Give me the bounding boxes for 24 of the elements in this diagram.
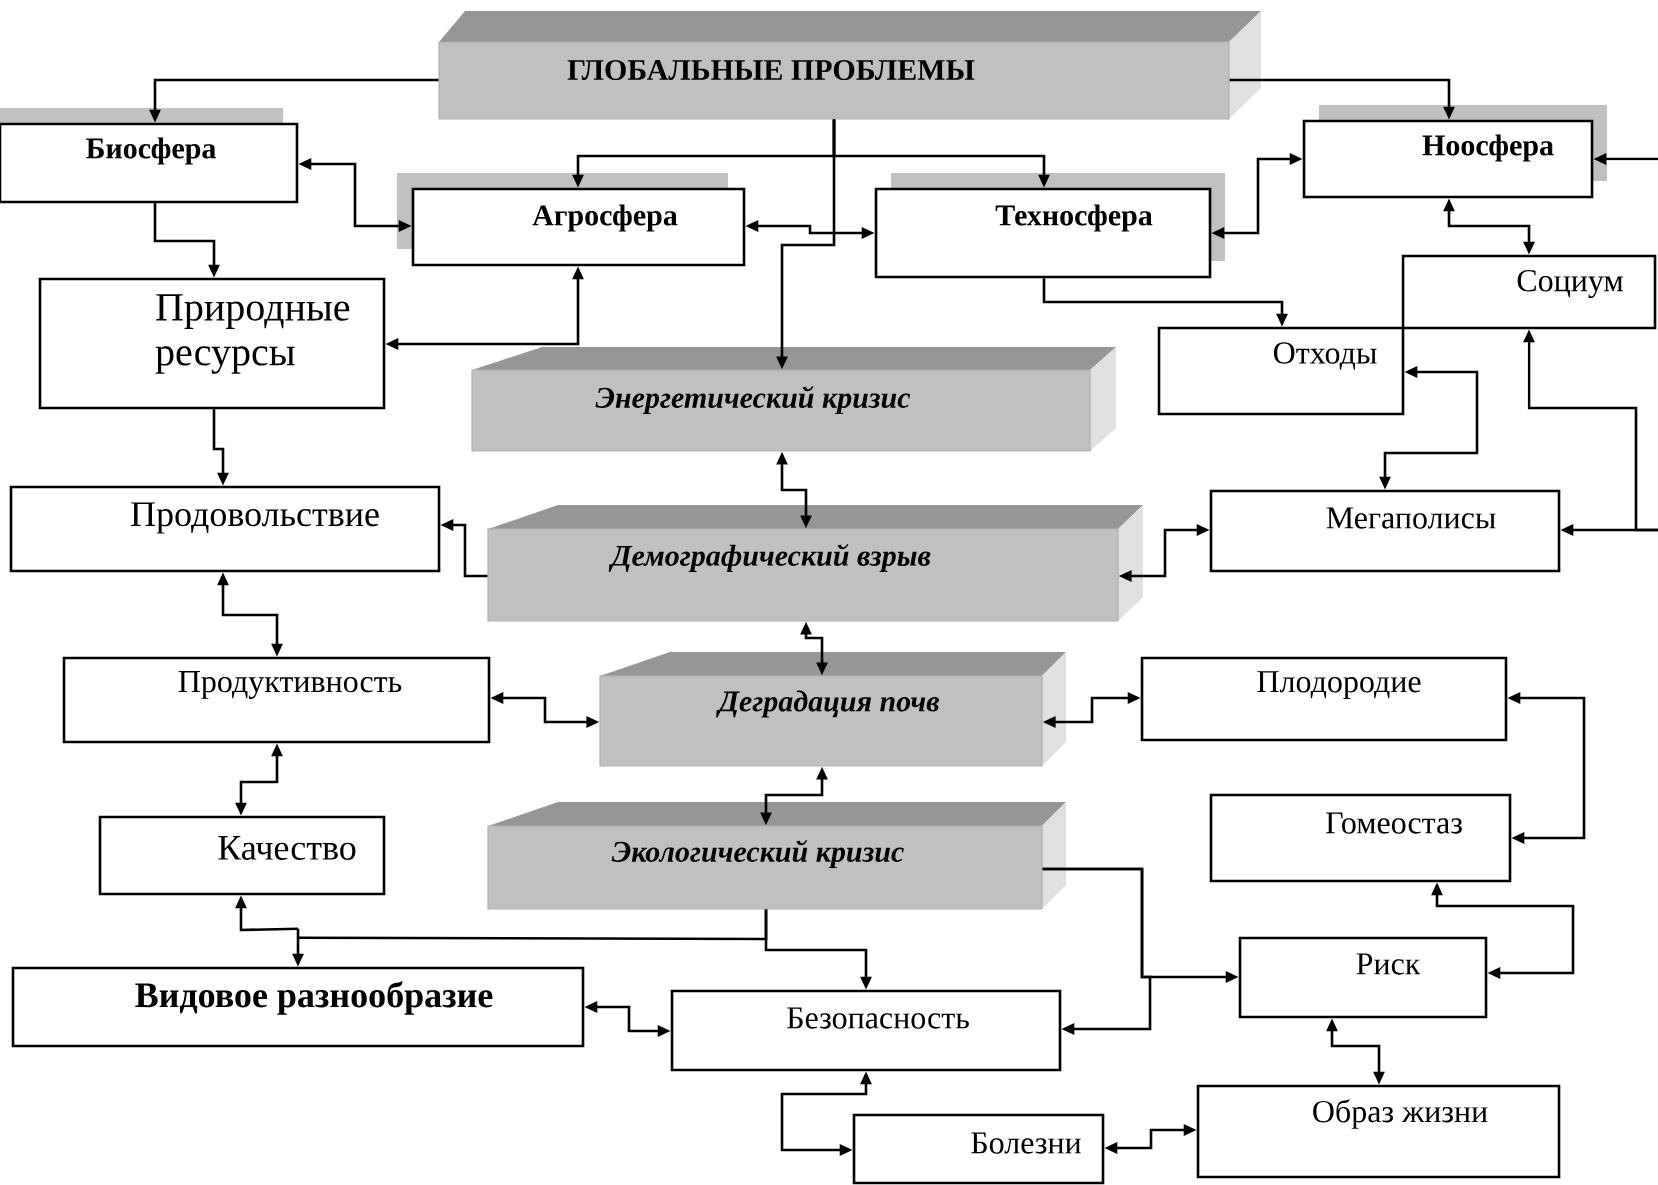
- sphere-box: Техносфера: [874, 173, 1225, 279]
- arrow: [1042, 867, 1152, 1035]
- concept-box: Безопасность: [670, 989, 1062, 1072]
- sphere-box: Агросфера: [397, 173, 746, 267]
- concept-box: Образ жизни: [1196, 1084, 1561, 1179]
- concept-box: Плодородие: [1140, 656, 1508, 742]
- concept-box: Риск: [1238, 936, 1488, 1019]
- concept-box: Продуктивность: [62, 656, 491, 744]
- concept-box: Видовое разнообразие: [11, 966, 585, 1048]
- concept-box: Продовольствие: [9, 485, 441, 573]
- concept-box: Природные ресурсы: [38, 277, 386, 410]
- problem-block: Деградация почв: [599, 652, 1066, 767]
- concept-box: Социум: [1401, 254, 1657, 330]
- problem-block: ГЛОБАЛЬНЫЕ ПРОБЛЕМЫ: [438, 11, 1261, 120]
- problem-block: Демографический взрыв: [487, 505, 1143, 622]
- problem-block: Экологический кризис: [487, 802, 1066, 910]
- concept-box: Болезни: [852, 1113, 1105, 1185]
- concept-box: Мегаполисы: [1209, 489, 1561, 573]
- sphere-box: Биосфера: [0, 108, 299, 204]
- problem-block: Энергетический кризис: [471, 347, 1116, 452]
- concept-box: Качество: [98, 815, 386, 896]
- concept-box: Гомеостаз: [1209, 793, 1512, 883]
- sphere-box: Ноосфера: [1302, 105, 1607, 199]
- concept-box: Отходы: [1157, 326, 1405, 416]
